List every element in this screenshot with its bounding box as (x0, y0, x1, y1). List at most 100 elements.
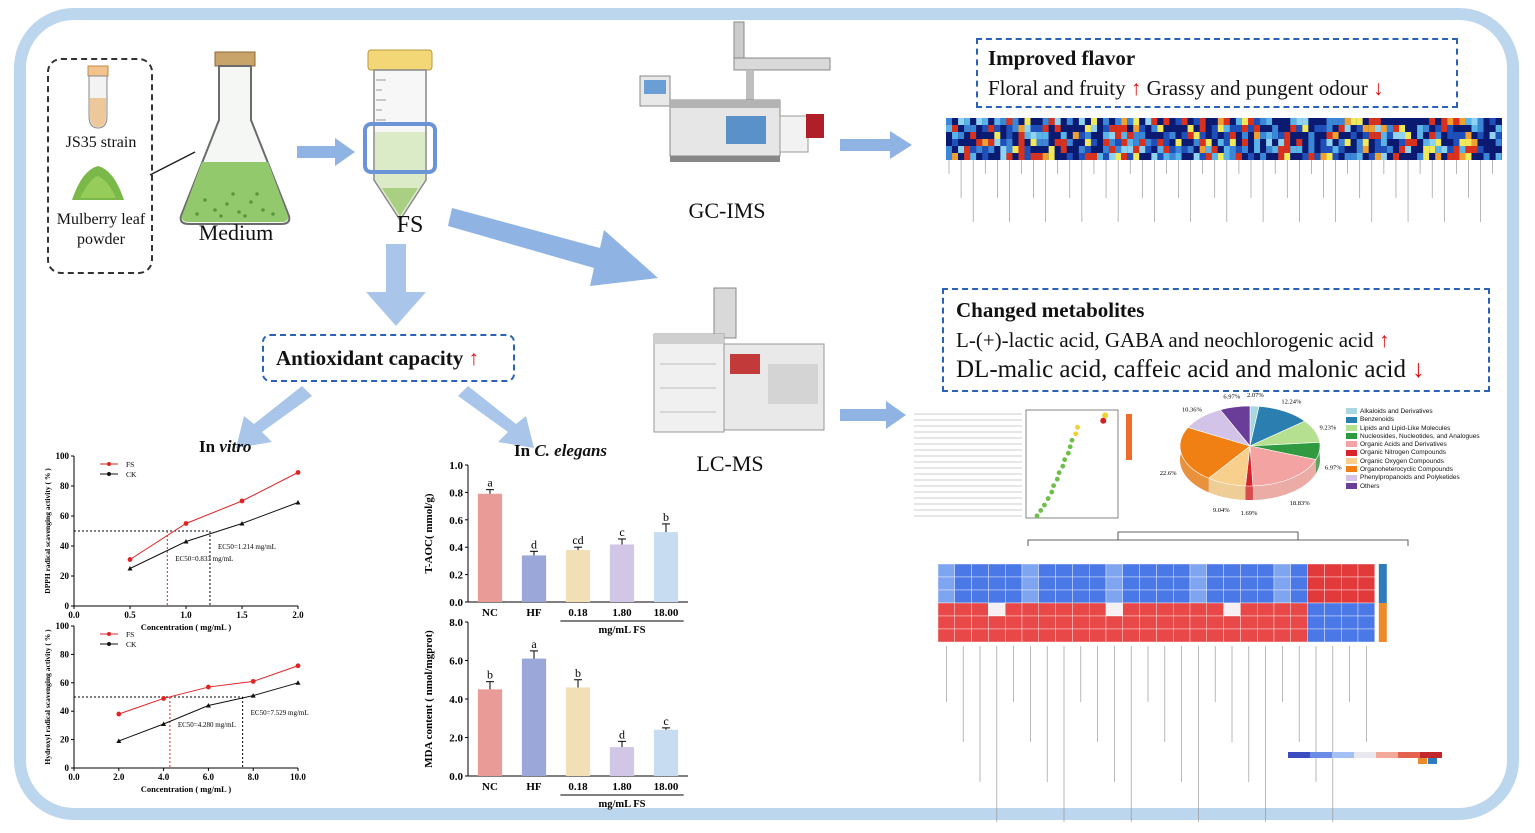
fingerprint-cell (1121, 146, 1128, 153)
in-vitro-label: In vitro (199, 437, 251, 457)
x-tick-label: 1.0 (180, 610, 192, 620)
y-tick-label: 0.4 (449, 542, 463, 554)
fingerprint-cell (1405, 118, 1412, 125)
group-bar (1378, 564, 1387, 577)
metabolites-down: DL-malic acid, caffeic acid and malonic … (956, 356, 1425, 384)
fingerprint-cell (1157, 139, 1164, 146)
fingerprint-cell (1199, 132, 1206, 139)
fingerprint-cell (1483, 146, 1490, 153)
fingerprint-cell (1235, 146, 1242, 153)
point-fs (239, 498, 245, 504)
bubble (1060, 463, 1066, 469)
fingerprint-cell (952, 153, 959, 160)
pie-slice-side (1208, 478, 1246, 500)
x-tick-label: HF (526, 607, 542, 619)
fingerprint-cell (1320, 139, 1327, 146)
fingerprint-cell (1199, 125, 1206, 132)
fingerprint-cell (1332, 132, 1339, 139)
fingerprint-cell (1000, 146, 1007, 153)
legend-swatch (1346, 433, 1357, 440)
fingerprint-cell (1386, 125, 1393, 132)
fingerprint-cell (976, 153, 983, 160)
heatmap-cell (1088, 602, 1107, 617)
connector-line (149, 151, 196, 176)
fingerprint-cell (1374, 153, 1381, 160)
pie-slice (1249, 445, 1317, 487)
fingerprint-cell (1217, 125, 1224, 132)
fingerprint-cell (1356, 139, 1363, 146)
heatmap-cell (1172, 589, 1191, 604)
heatmap-cell (1072, 576, 1090, 591)
fingerprint-cell (1302, 139, 1309, 146)
fingerprint-cell (1018, 125, 1025, 132)
fingerprint-cell (1018, 139, 1025, 146)
heatmap-cell (988, 589, 1006, 604)
fingerprint-cell (1441, 139, 1448, 146)
fingerprint-cell (1012, 139, 1019, 146)
fingerprint-cell (1308, 146, 1315, 153)
fingerprint-cell (1211, 153, 1218, 160)
point-ck (161, 721, 167, 726)
legend-swatch (1346, 449, 1357, 456)
fingerprint-cell (1362, 132, 1369, 139)
heatmap-cell (971, 602, 989, 617)
fingerprint-cell (1000, 139, 1007, 146)
heatmap-cell (1324, 615, 1342, 630)
fingerprint-cell (1072, 153, 1079, 160)
medium-label: Medium (198, 220, 274, 245)
heatmap-cell (1290, 602, 1308, 617)
fingerprint-cell (1000, 125, 1007, 132)
fingerprint-cell (988, 139, 995, 146)
fingerprint-cell (1078, 132, 1085, 139)
fingerprint-cell (1471, 146, 1478, 153)
in-vitro-prefix: In (199, 437, 220, 456)
y-tick-label: 40 (60, 706, 70, 716)
heatmap-cell (1122, 576, 1140, 591)
fingerprint-cell (1103, 139, 1110, 146)
fingerprint-cell (1435, 139, 1442, 146)
fingerprint-cell (1441, 146, 1448, 153)
heatmap-cell (1038, 589, 1056, 604)
legend-label: CK (126, 640, 137, 649)
fingerprint-cell (1284, 139, 1291, 146)
fingerprint-cell (1060, 125, 1067, 132)
fingerprint-cell (952, 146, 959, 153)
group-key (1428, 758, 1437, 764)
fingerprint-cell (1030, 146, 1037, 153)
y-tick-label: 0 (65, 601, 70, 611)
fingerprint-cell (1302, 146, 1309, 153)
fingerprint-cell (1350, 146, 1357, 153)
fingerprint-cell (1260, 132, 1267, 139)
fingerprint-cell (1054, 125, 1061, 132)
fingerprint-cell (1248, 146, 1255, 153)
fingerprint-cell (1054, 146, 1061, 153)
fingerprint-cell (1459, 146, 1466, 153)
heatmap-cell (1257, 602, 1275, 617)
heatmap-cell (1341, 602, 1359, 617)
fingerprint-cell (982, 139, 989, 146)
fingerprint-cell (1211, 139, 1218, 146)
fingerprint-cell (1447, 118, 1454, 125)
fingerprint-cell (1223, 118, 1230, 125)
fingerprint-cell (1115, 118, 1122, 125)
fingerprint-cell (1350, 153, 1357, 160)
arrow-to-in-vivo (458, 386, 534, 448)
heatmap-cell (1172, 563, 1191, 578)
fingerprint-cell (994, 125, 1001, 132)
fingerprint-cell (1254, 153, 1261, 160)
scale-cell (1376, 752, 1398, 758)
heatmap-cell (1290, 589, 1308, 604)
fingerprint-cell (1187, 125, 1194, 132)
y-tick-label: 0.6 (449, 515, 463, 527)
fingerprint-cell (1229, 139, 1236, 146)
fingerprint-cell (1368, 118, 1375, 125)
legend-item: Nucleosides, Nucleotides, and Analogues (1346, 433, 1480, 441)
heatmap-cell (1156, 615, 1174, 630)
fingerprint-cell (1344, 118, 1351, 125)
fingerprint-cell (1290, 146, 1297, 153)
fingerprint-cell (1254, 132, 1261, 139)
fingerprint-cell (1090, 146, 1097, 153)
fingerprint-cell (1199, 146, 1206, 153)
fingerprint-cell (1145, 153, 1152, 160)
